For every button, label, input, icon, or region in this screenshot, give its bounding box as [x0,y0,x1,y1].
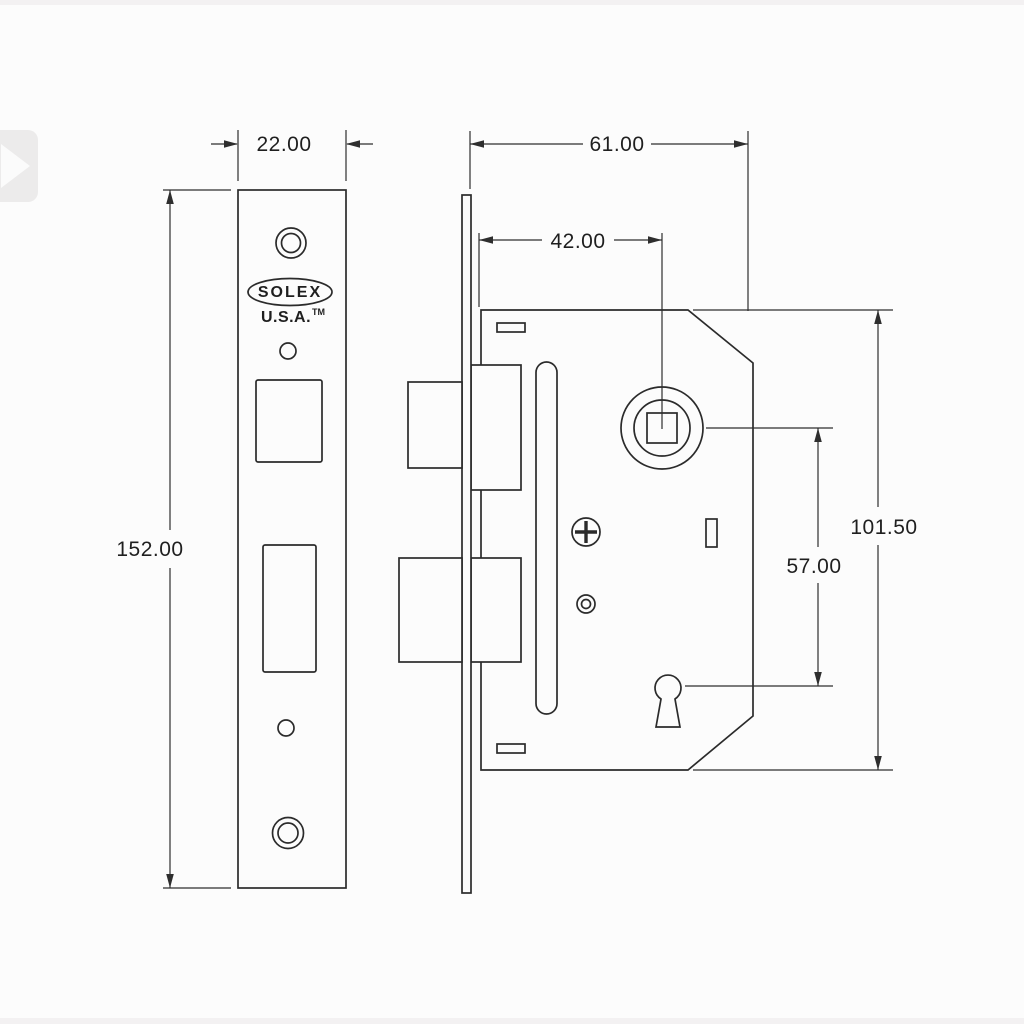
dim-faceplate-height: 152.00 [116,189,231,889]
arrowhead [166,190,174,204]
dim-label-spindle-to-keyhole: 57.00 [786,555,841,578]
usa-text: U.S.A. [261,309,311,326]
pivot-hole-inner [580,598,592,610]
page-edge-top [0,0,1024,5]
deadbolt-body-inner [470,557,522,663]
top-screw-hole-outer [275,227,307,259]
dim-label-backset: 42.00 [550,230,605,253]
phillips-screw [571,517,601,547]
screw-head [571,517,601,547]
upper-small-hole [279,342,297,360]
mounting-slot [535,361,558,715]
deadbolt-opening [262,544,317,673]
arrowhead [166,874,174,888]
page-edge-bottom [0,1018,1024,1024]
lock-body-side-view [398,194,754,894]
bottom-screw-hole-outer [271,816,305,850]
dim-spindle-to-keyhole: 57.00 [685,427,841,687]
arrowhead [470,140,484,148]
bottom-screw-hole-inner [277,822,299,844]
top-screw-hole-inner [280,232,302,254]
keyhole [654,674,682,728]
arrowhead [224,140,238,148]
arrowhead [874,310,882,324]
latch-body-inner [470,364,522,491]
logo-ellipse [247,277,333,307]
latch-bolt [407,381,463,469]
arrowhead [648,236,662,244]
dim-label-case-width: 61.00 [589,133,644,156]
dim-case-height: 101.50 [693,309,917,771]
play-icon [1,144,30,188]
faceplate-front-view: SOLEX U.S.A. TM [237,189,347,889]
latch-opening [255,379,323,463]
dim-label-faceplate-width: 22.00 [256,133,311,156]
faceplate-edge [461,194,472,894]
lower-small-hole [277,719,295,737]
usa-label: U.S.A. TM [261,307,325,326]
watermark [0,130,38,202]
top-tab [496,322,526,333]
arrowhead [346,140,360,148]
deadbolt [398,557,463,663]
bottom-tab [496,743,526,754]
logo-text: SOLEX [258,284,322,301]
solex-logo: SOLEX [247,277,333,307]
arrowhead [734,140,748,148]
trademark-text: TM [312,307,325,317]
arrowhead [479,236,493,244]
dim-faceplate-width: 22.00 [211,130,373,181]
stop-slot [705,518,718,548]
dim-label-faceplate-height: 152.00 [116,538,183,561]
arrowhead [814,672,822,686]
arrowhead [874,756,882,770]
dim-backset: 42.00 [478,230,663,429]
arrowhead [814,428,822,442]
dim-case-width: 61.00 [469,131,749,311]
dim-label-case-height: 101.50 [850,516,917,539]
pivot-hole-outer [576,594,596,614]
